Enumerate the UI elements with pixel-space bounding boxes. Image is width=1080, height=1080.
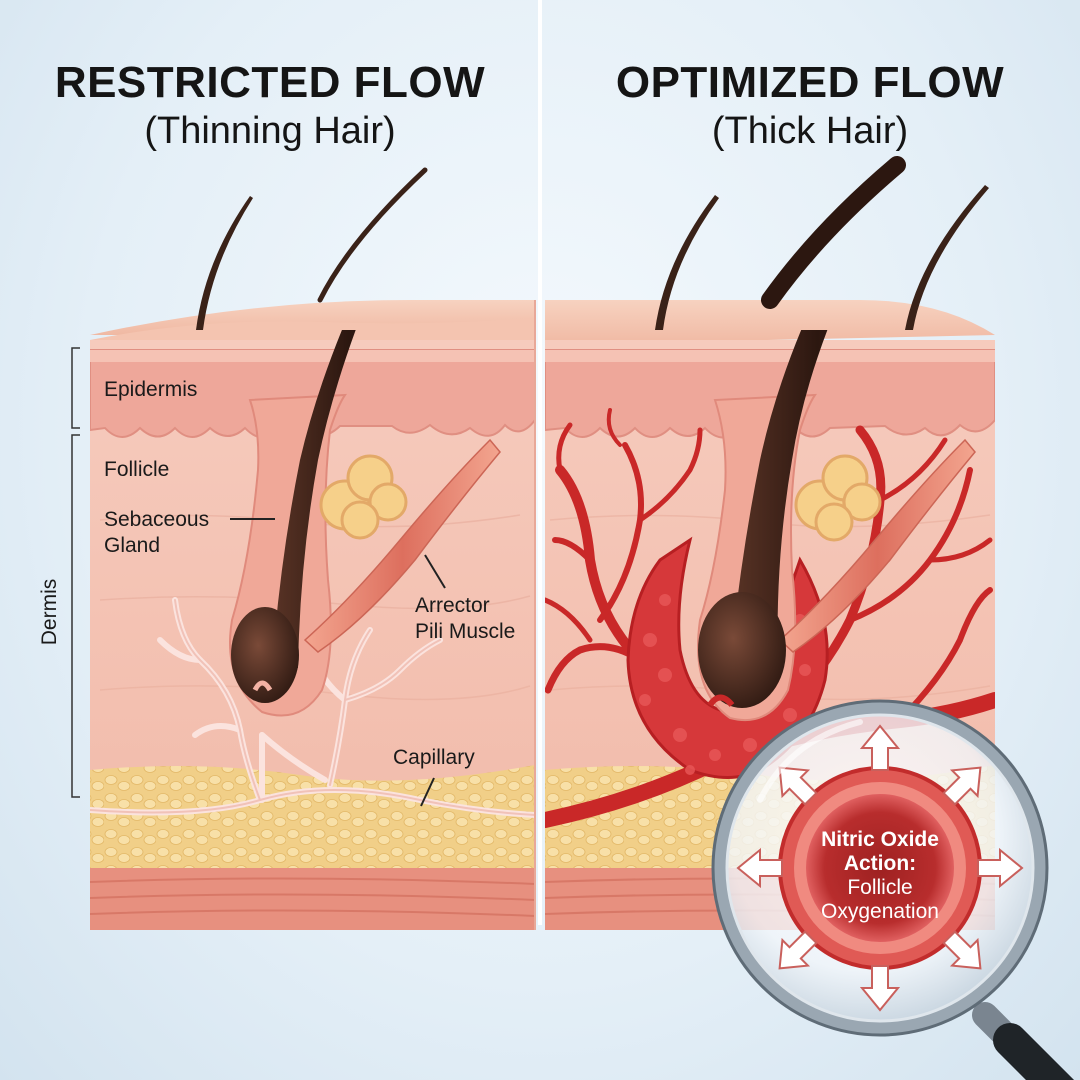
right-thick-hair-shaft xyxy=(730,330,828,665)
label-sebaceous-gland-line1: Sebaceous xyxy=(104,508,209,531)
right-panel-subtitle: (Thick Hair) xyxy=(711,110,909,152)
label-arrector-pili-line1: Arrector xyxy=(415,594,490,617)
arrector-leader-line xyxy=(424,554,446,589)
right-arrector-pili-muscle xyxy=(778,438,976,653)
right-panel-title: OPTIMIZED FLOW xyxy=(615,58,1005,107)
magnifier-text-line2: Action: xyxy=(844,852,916,875)
magnifier-text-line3: Follicle xyxy=(847,876,912,899)
left-thick-hair-shaft xyxy=(272,330,356,668)
capillary-leader-line xyxy=(420,777,435,807)
label-capillary: Capillary xyxy=(393,746,475,769)
label-sebaceous-gland-line2: Gland xyxy=(104,534,160,557)
dilation-arrows xyxy=(736,724,1024,1012)
left-panel-subtitle: (Thinning Hair) xyxy=(144,110,396,152)
magnifier-text-line4: Oxygenation xyxy=(821,900,939,923)
left-thin-hair xyxy=(196,196,253,330)
label-epidermis: Epidermis xyxy=(104,378,197,401)
label-follicle: Follicle xyxy=(104,458,169,481)
label-dermis: Dermis xyxy=(38,579,61,646)
right-follicle-blood-plexus xyxy=(626,536,829,779)
magnifying-glass: Nitric Oxide Action: Follicle Oxygenatio… xyxy=(711,699,1075,1080)
left-skin-block xyxy=(90,167,536,930)
magnifier-text-line1: Nitric Oxide xyxy=(821,828,939,851)
label-arrector-pili-line2: Pili Muscle xyxy=(415,620,515,643)
left-panel-title: RESTRICTED FLOW xyxy=(54,58,486,107)
left-arrector-pili-muscle xyxy=(303,438,501,653)
dermis-bracket xyxy=(71,347,80,798)
left-sebaceous-gland xyxy=(319,454,408,540)
right-sebaceous-gland xyxy=(794,454,882,542)
